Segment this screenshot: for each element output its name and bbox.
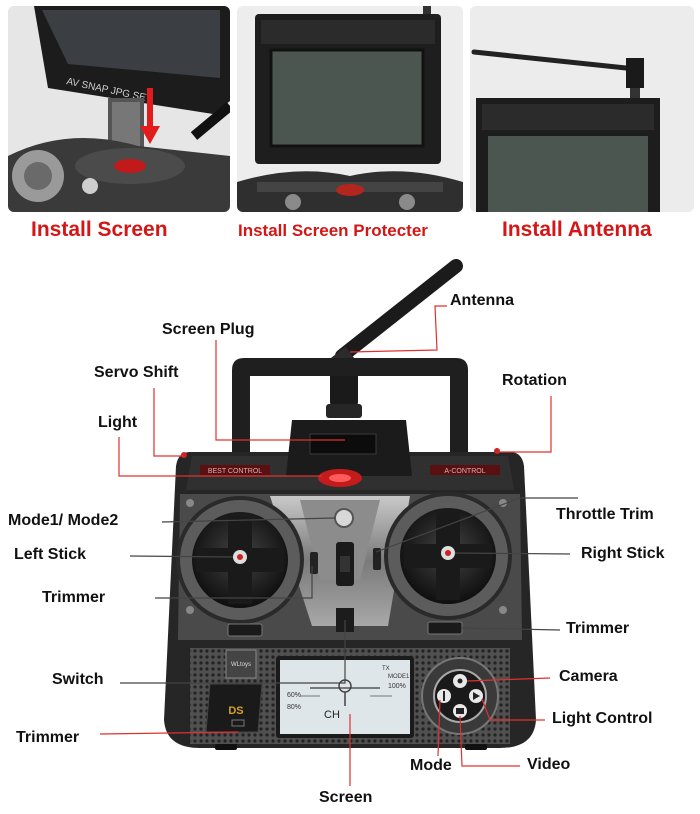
leader-light-control (481, 698, 545, 721)
label-light-control: Light Control (552, 710, 653, 727)
lcd-ch: CH (324, 709, 340, 721)
label-rotation: Rotation (502, 372, 567, 389)
lcd-pct-right-1: 100% (388, 683, 406, 690)
lcd-pct-left-2: 80% (287, 704, 301, 711)
lcd-tx: TX (382, 666, 390, 672)
left-horizontal-trimmer[interactable] (227, 623, 263, 637)
antenna-rod (335, 259, 463, 363)
left-badge-text: BEST CONTROL (208, 468, 262, 475)
label-antenna: Antenna (450, 292, 514, 309)
install-screen-photo: AV SNAP JPG SET (8, 6, 230, 212)
label-camera: Camera (559, 668, 618, 685)
leader-rotation (497, 396, 552, 453)
right-badge-text: A-CONTROL (444, 468, 485, 475)
leader-antenna (349, 305, 447, 353)
leader-screen-plug (215, 340, 345, 441)
label-left-stick: Left Stick (14, 546, 87, 563)
leader-left-stick (129, 555, 234, 558)
install-antenna-illustration (470, 6, 694, 212)
label-screen-plug: Screen Plug (162, 321, 255, 338)
label-trimmer-bottom: Trimmer (16, 729, 80, 746)
camera-icon (457, 678, 463, 684)
leader-switch (120, 620, 346, 684)
install-antenna-photo (470, 6, 694, 212)
brand-tag: WLtoys (231, 662, 251, 668)
install-protector-photo (237, 6, 463, 212)
label-video: Video (527, 756, 571, 773)
right-vertical-trim[interactable] (373, 548, 381, 570)
screen-plug[interactable] (309, 433, 377, 455)
leader-trimmer-left (155, 566, 313, 599)
install-screen-illustration: AV SNAP JPG SET (8, 6, 230, 212)
label-trimmer-right: Trimmer (566, 620, 630, 637)
caption-install-screen: Install Screen (31, 218, 168, 241)
leader-mode (437, 699, 441, 757)
label-mode: Mode (410, 757, 452, 774)
label-switch: Switch (52, 671, 104, 688)
leader-camera (466, 677, 551, 682)
lcd-pct-left-1: 60% (287, 692, 301, 699)
leader-trimmer-right (461, 627, 561, 631)
label-throttle-trim: Throttle Trim (556, 506, 654, 523)
leader-trimmer-bottom (99, 731, 239, 735)
label-servo-shift: Servo Shift (94, 364, 179, 381)
play-icon (473, 692, 480, 700)
label-trimmer-left: Trimmer (42, 589, 106, 606)
carry-handle (232, 358, 468, 460)
leader-mode-switch (161, 517, 336, 523)
install-protector-illustration (237, 6, 463, 212)
leader-throttle-trim (375, 497, 578, 553)
bottom-trimmer[interactable] (231, 719, 245, 727)
leader-video (459, 715, 520, 767)
caption-install-antenna: Install Antenna (502, 218, 652, 241)
label-light: Light (98, 414, 138, 431)
label-screen: Screen (319, 789, 373, 806)
label-right-stick: Right Stick (581, 545, 665, 562)
label-mode-switch: Mode1/ Mode2 (8, 512, 119, 529)
caption-install-protector: Install Screen Protecter (238, 221, 428, 240)
leader-servo-shift (153, 388, 184, 457)
video-icon (456, 708, 464, 714)
lcd-mode: MODE1 (388, 674, 410, 680)
leader-right-stick (454, 552, 571, 555)
antenna-base (330, 366, 358, 408)
mini-logo: DS (228, 705, 243, 717)
leader-light (118, 437, 322, 477)
